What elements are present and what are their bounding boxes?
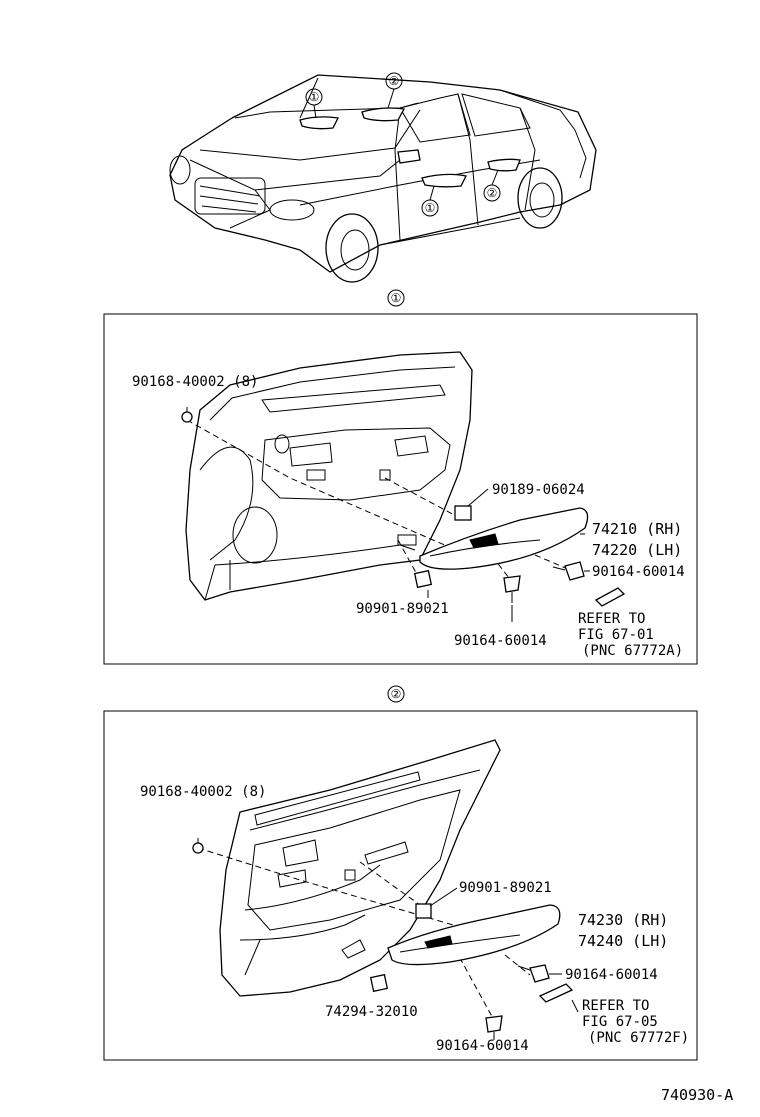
section-rear-frame bbox=[103, 710, 698, 1061]
refer-note-line1-front: REFER TO bbox=[578, 611, 645, 627]
section-rear-marker: ② bbox=[387, 685, 405, 703]
car-marker-1-right: ① bbox=[421, 185, 439, 217]
callout-74294-32010: 74294-32010 bbox=[325, 1004, 418, 1020]
refer-note-line2-rear: FIG 67-05 bbox=[582, 1014, 658, 1030]
refer-note-line2-front: FIG 67-01 bbox=[578, 627, 654, 643]
callout-74240-lh: 74240 (LH) bbox=[578, 932, 668, 950]
callout-90901-89021-front: 90901-89021 bbox=[356, 601, 449, 617]
car-marker-1-left: ① bbox=[305, 88, 323, 119]
front-screw-right bbox=[552, 561, 585, 581]
front-door-trim-panel bbox=[185, 351, 473, 601]
section-front-frame bbox=[103, 313, 698, 665]
svg-text:②: ② bbox=[487, 186, 498, 200]
front-armrest-part bbox=[419, 507, 589, 570]
svg-text:①: ① bbox=[391, 291, 402, 305]
callout-90164-60014-bottom-rear: 90164-60014 bbox=[436, 1038, 529, 1054]
front-bezel-cover bbox=[594, 587, 626, 607]
front-door-armrest-marker-left bbox=[299, 116, 339, 130]
callout-90164-60014-right-rear: 90164-60014 bbox=[565, 967, 658, 983]
callout-90164-60014-bottom-front: 90164-60014 bbox=[454, 633, 547, 649]
rear-door-armrest-marker-right bbox=[487, 158, 521, 172]
callout-74220-lh: 74220 (LH) bbox=[592, 541, 682, 559]
figure-code: 740930-A bbox=[661, 1086, 733, 1104]
car-marker-2-left: ② bbox=[385, 72, 403, 109]
refer-note-line3-rear: (PNC 67772F) bbox=[588, 1030, 689, 1046]
callout-90168-40002-rear: 90168-40002 (8) bbox=[140, 784, 266, 800]
section-rear-door: ② bbox=[103, 685, 698, 1061]
rear-bezel-cover bbox=[538, 983, 574, 1003]
front-clip-c bbox=[413, 569, 433, 589]
callout-74230-rh: 74230 (RH) bbox=[578, 911, 668, 929]
car-overview-illustration: ① ② ① ② bbox=[169, 72, 597, 283]
front-door-armrest-marker-right bbox=[421, 173, 467, 188]
svg-text:②: ② bbox=[389, 74, 400, 88]
car-marker-2-right: ② bbox=[483, 169, 501, 202]
section-front-marker: ① bbox=[387, 289, 405, 307]
callout-90164-60014-right-front: 90164-60014 bbox=[592, 564, 685, 580]
refer-note-line3-front: (PNC 67772A) bbox=[582, 643, 683, 659]
rear-clip-c bbox=[369, 973, 389, 993]
rear-armrest-part bbox=[387, 904, 561, 966]
front-clip-b bbox=[454, 505, 472, 521]
callout-90168-40002-front: 90168-40002 (8) bbox=[132, 374, 258, 390]
refer-note-line1-rear: REFER TO bbox=[582, 998, 649, 1014]
section-front-door: ① bbox=[103, 289, 698, 665]
rear-screw-bottom bbox=[485, 1015, 503, 1040]
rear-door-armrest-marker-left bbox=[361, 107, 406, 122]
svg-text:①: ① bbox=[309, 90, 320, 104]
svg-text:①: ① bbox=[425, 201, 436, 215]
rear-clip-a bbox=[192, 838, 204, 854]
rear-clip-b bbox=[415, 903, 432, 919]
callout-90189-06024: 90189-06024 bbox=[492, 482, 585, 498]
svg-text:②: ② bbox=[391, 687, 402, 701]
front-screw-bottom bbox=[503, 575, 521, 603]
callout-90901-89021-rear: 90901-89021 bbox=[459, 880, 552, 896]
rear-screw-right bbox=[517, 964, 550, 983]
front-clip-a bbox=[181, 407, 193, 423]
callout-74210-rh: 74210 (RH) bbox=[592, 520, 682, 538]
